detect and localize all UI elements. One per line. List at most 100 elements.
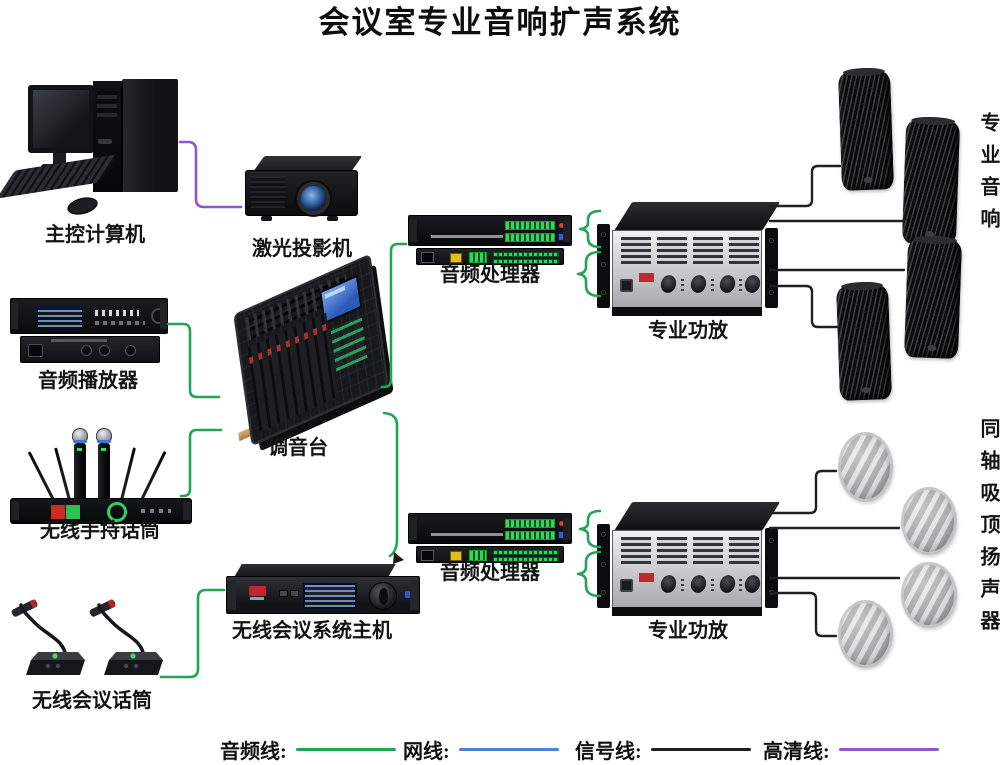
- amp-indicator-dots: [711, 577, 714, 591]
- mic-band: [73, 440, 87, 443]
- legend-line-signal: [650, 748, 751, 751]
- host-blue-button: [405, 591, 415, 598]
- host-button: [279, 590, 288, 597]
- host-knob: [369, 582, 397, 610]
- amp-knob: [688, 273, 709, 295]
- legend-label-hd: 高清线:: [763, 741, 830, 763]
- legend-item-network: 网线:: [403, 735, 559, 764]
- amp-front-panel: [612, 230, 763, 308]
- legend-item-hd: 高清线:: [763, 735, 939, 764]
- handheld-microphone-icon: [72, 428, 88, 504]
- column-speaker-icon: [901, 120, 961, 245]
- processor-power-inlet: [421, 252, 434, 263]
- amp-knob: [717, 273, 738, 295]
- screw-hole: [601, 290, 606, 295]
- conference-microphone-icon: [11, 599, 85, 675]
- legend-item-audio: 音频线:: [220, 735, 396, 764]
- antenna-icon: [27, 451, 55, 501]
- amp-front-panel: [612, 530, 763, 608]
- conference-microphone-icon: [89, 599, 163, 675]
- signal-cable-amp-to-speaker-4: [768, 284, 839, 329]
- terminal-block: [493, 259, 559, 264]
- projector-lens-icon: [297, 182, 330, 215]
- antenna-icon: [54, 447, 71, 501]
- mouse-icon: [65, 194, 100, 218]
- amp-knob: [688, 573, 709, 595]
- projector-label: 激光投影机: [252, 238, 352, 260]
- amp-vents: [729, 237, 759, 264]
- terminal-block: [469, 252, 487, 263]
- amp-top-face: [614, 502, 781, 531]
- processor-display-strip: [431, 235, 503, 238]
- screw-hole: [769, 590, 774, 595]
- amp-vents: [657, 537, 687, 564]
- screw-hole: [601, 562, 606, 567]
- terminal-block: [505, 221, 555, 230]
- terminal-block: [505, 233, 555, 242]
- amp-indicator-dots: [711, 277, 714, 291]
- projector-foot: [261, 216, 272, 221]
- mixer-board: [233, 253, 389, 447]
- amp-indicator-dots: [681, 577, 684, 591]
- amp-rack-ear: [765, 228, 778, 308]
- audio-player-label: 音频播放器: [38, 370, 138, 392]
- column-speaker-icon: [837, 71, 895, 191]
- processor-front-unit: [408, 513, 572, 544]
- amp-knob: [658, 573, 679, 595]
- amp-rack-ear: [765, 528, 778, 608]
- ceiling-speaker-icon: [901, 562, 957, 628]
- host-body: [226, 576, 420, 614]
- amp-bottom-strip: [612, 607, 762, 616]
- ethernet-port-icon: [450, 253, 462, 263]
- diagram-title: 会议室专业音响扩声系统: [318, 5, 682, 40]
- column-speaker-icon: [903, 239, 963, 359]
- processor-power-inlet: [421, 550, 434, 561]
- host-display: [303, 583, 357, 609]
- screw-hole: [769, 238, 774, 243]
- column-speaker-icon: [836, 285, 892, 401]
- screw-hole: [601, 232, 606, 237]
- audio-player-illustration: [8, 296, 172, 368]
- amp-power-button: [620, 279, 633, 292]
- computer-label: 主控计算机: [45, 224, 145, 246]
- processor-led: [559, 223, 564, 228]
- legend-label-signal: 信号线:: [575, 741, 642, 763]
- mixer-label: 调音台: [268, 437, 328, 459]
- audio-cable-player-to-mixer: [166, 322, 221, 399]
- amp-vents: [729, 537, 759, 564]
- projector-foot: [327, 216, 338, 221]
- computer-illustration: [0, 72, 190, 222]
- pro-speakers-label: 专业音响: [977, 112, 999, 240]
- processor-display-strip: [431, 533, 503, 536]
- mic-body: [74, 443, 86, 503]
- terminal-block: [505, 531, 555, 540]
- host-logo: [249, 586, 266, 600]
- terminal-block: [493, 550, 559, 555]
- mixer-illustration: [222, 253, 397, 450]
- signal-cable-amp-to-speaker-1: [768, 164, 842, 208]
- amp-power-button: [620, 579, 633, 592]
- legend-line-hd: [838, 748, 939, 751]
- mic-led: [101, 448, 106, 451]
- handheld-mic-illustration: [8, 424, 198, 526]
- conference-mic-label: 无线会议话筒: [32, 690, 152, 712]
- processor-rear-unit: [416, 546, 564, 563]
- receiver-marks: [141, 509, 171, 513]
- amp-rack-ear: [597, 524, 610, 608]
- audio-player-unit-rear: [20, 336, 160, 363]
- processor-rear-unit: [416, 248, 564, 265]
- mixer-buttons: [330, 316, 368, 372]
- projector-vents: [251, 176, 285, 208]
- amp-knob: [658, 273, 679, 295]
- screw-hole: [769, 290, 774, 295]
- terminal-block: [493, 252, 559, 257]
- audio-player-power-inlet: [28, 344, 43, 357]
- mic-led: [77, 448, 82, 451]
- ceiling-speaker-icon: [901, 487, 957, 555]
- receiver-knob: [107, 502, 127, 522]
- legend-line-audio: [295, 748, 396, 751]
- amplifier-top-label: 专业功放: [648, 320, 728, 342]
- audio-player-knob: [151, 308, 167, 324]
- audio-processor-bottom-label: 音频处理器: [440, 562, 540, 584]
